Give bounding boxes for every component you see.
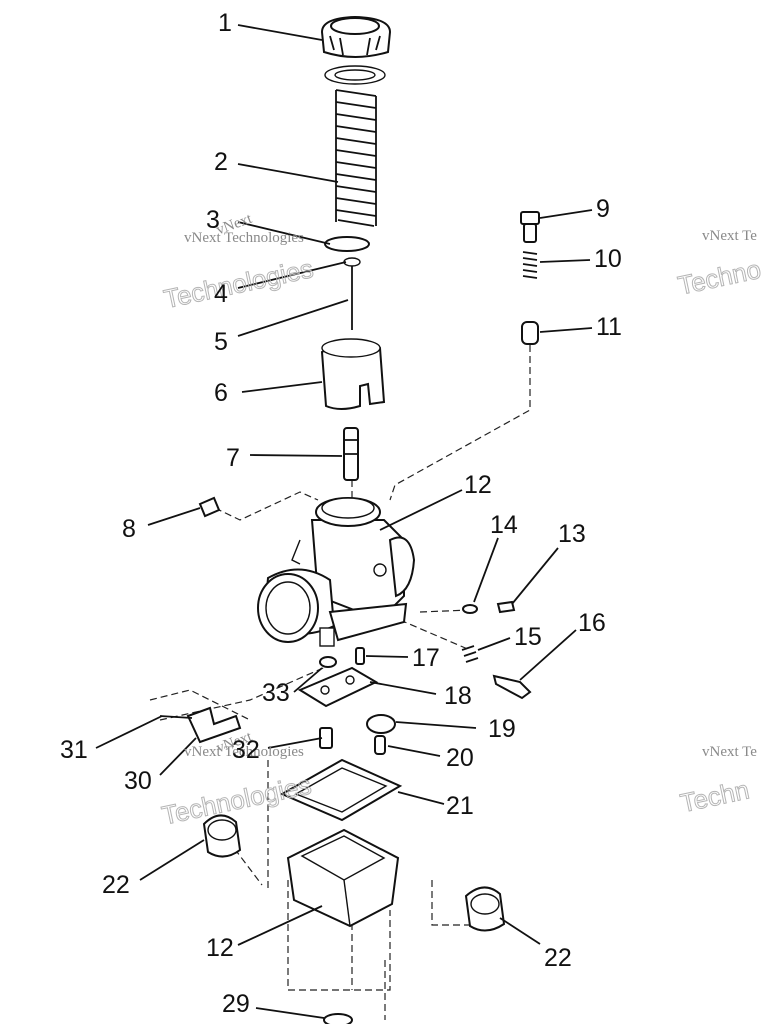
callout-label: 15 [514,623,542,651]
assembly-dash-lines [149,345,531,1020]
callout-label: 7 [226,444,240,472]
callout-label: 2 [214,148,228,176]
watermark-text: Techn [678,774,752,818]
callout-label: 17 [412,644,440,672]
callout-label: 9 [596,195,610,223]
idle-screw-parts [461,645,532,700]
callout-label: 22 [544,944,572,972]
callout-label: 20 [446,744,474,772]
watermark-text: vNext Technologies [184,744,304,760]
float-valve-parts [366,714,396,755]
callout-label: 30 [124,767,152,795]
needle-assembly-part [324,236,370,330]
watermark-text: vNext Technologies [184,230,304,246]
callout-label: 16 [578,609,606,637]
carburetor-body-part [257,497,416,647]
float-parts [202,814,506,932]
drain-plug-part [323,1013,353,1024]
callout-label: 18 [444,682,472,710]
fitting-parts [520,211,540,345]
jet-part [355,647,365,665]
leader-lines [95,24,593,1019]
callout-label: 8 [122,515,136,543]
callout-label: 13 [558,520,586,548]
callout-label: 11 [596,313,622,341]
callout-label: 21 [446,792,474,820]
gasket-part [279,758,403,822]
callout-label: 32 [232,736,260,764]
watermark-text: Techno [675,254,763,301]
callout-labels: 1 2 3 4 5 6 7 8 9 10 11 12 13 14 15 16 1… [60,9,622,1018]
callout-label: 1 [218,9,232,37]
pilot-screw-part [198,496,221,518]
callout-label: 19 [488,715,516,743]
float-bowl-part [286,828,400,928]
callout-label: 6 [214,379,228,407]
callout-label: 33 [262,679,290,707]
callout-label: 4 [214,280,228,308]
spring-part [335,89,377,227]
needle-jet-part [343,427,359,481]
callout-label: 14 [490,511,518,539]
callout-label: 29 [222,990,250,1018]
callout-label: 10 [594,245,622,273]
small-screw-parts [462,600,516,614]
callout-label: 12 [464,471,492,499]
float-arm-parts [159,706,242,744]
watermark-text: vNext Te [702,228,757,244]
throttle-slide-part [320,338,386,410]
callout-label: 12 [206,934,234,962]
callout-label: 31 [60,736,88,764]
cap-part [320,15,392,85]
callout-label: 5 [214,328,228,356]
callout-label: 22 [102,871,130,899]
watermark-text: vNext Te [702,744,757,760]
watermark-text: Technologies [161,253,316,314]
plate-parts [297,656,379,708]
callout-label: 3 [206,206,220,234]
